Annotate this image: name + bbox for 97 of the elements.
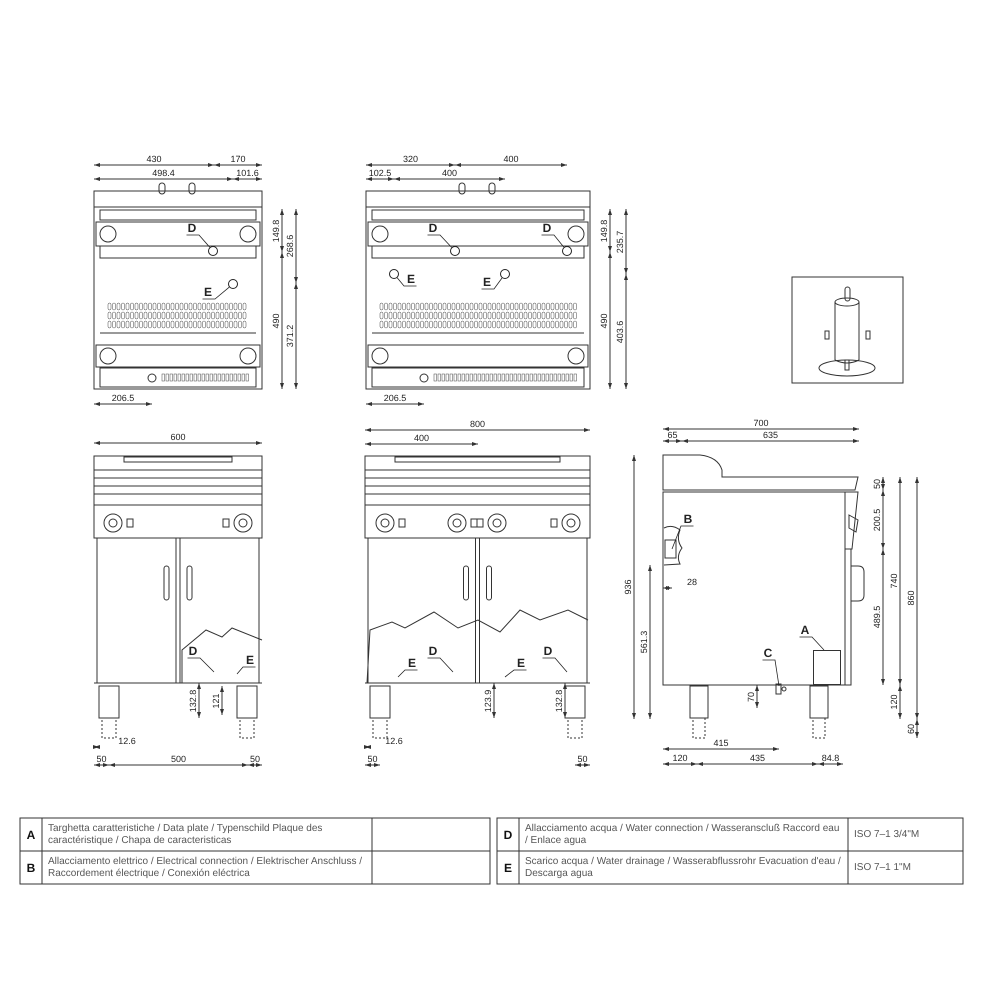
pipe-fitting bbox=[228, 279, 238, 289]
table-letter: E bbox=[502, 860, 513, 876]
thread-spec: ISO 7–1 1"M bbox=[853, 860, 912, 874]
dimension-label: 740 bbox=[889, 573, 899, 589]
callout-letter: C bbox=[762, 647, 774, 659]
pipe-fitting bbox=[562, 246, 572, 256]
leader-line bbox=[672, 526, 694, 550]
leader-line bbox=[504, 670, 527, 678]
dimension-label: 400 bbox=[414, 433, 430, 443]
dimension-label: 320 bbox=[402, 154, 418, 164]
dimension-label: 400 bbox=[503, 154, 519, 164]
dimension-label: 371.2 bbox=[285, 324, 295, 348]
leader-line bbox=[481, 278, 502, 290]
callout-letter: D bbox=[186, 222, 198, 234]
callout-letter: E bbox=[516, 657, 526, 669]
dimension-label: 120 bbox=[672, 753, 688, 763]
callout-letter: E bbox=[482, 276, 492, 288]
dimension-label: 435 bbox=[750, 753, 766, 763]
callout-letter: A bbox=[800, 624, 810, 636]
data-plate bbox=[813, 650, 841, 685]
leader-line bbox=[396, 277, 417, 286]
dimension-label: 268.6 bbox=[285, 234, 295, 258]
dimension-label: 70 bbox=[746, 692, 756, 702]
dimension-label: 430 bbox=[146, 154, 162, 164]
dimension-label: 206.5 bbox=[384, 393, 406, 403]
pipe-fitting bbox=[450, 246, 460, 256]
dimension-label: 102.5 bbox=[368, 168, 392, 178]
dimension-label: 50 bbox=[250, 754, 260, 764]
leader-line bbox=[186, 234, 210, 248]
dimension-label: 498.4 bbox=[152, 168, 175, 178]
dimension-label: 860 bbox=[906, 590, 916, 606]
callout-letter: D bbox=[428, 645, 438, 657]
dimension-label: 400 bbox=[442, 168, 458, 178]
leader-line bbox=[427, 234, 452, 248]
description-text: Targhetta caratteristiche / Data plate / Typenschild Plaque des caractéristique / Chapa de caracteristicas bbox=[47, 822, 324, 848]
leader-line bbox=[542, 658, 568, 672]
dimension-label: 170 bbox=[230, 154, 246, 164]
dimension-label: 936 bbox=[623, 579, 633, 595]
dimension-label: 60 bbox=[906, 724, 916, 734]
dimension-label: 490 bbox=[271, 312, 281, 328]
callout-letter: E bbox=[202, 286, 214, 298]
dimension-label: 132.8 bbox=[554, 689, 564, 712]
callout-letter: D bbox=[428, 222, 438, 234]
callout-letter: D bbox=[542, 645, 554, 657]
callout-letter: D bbox=[542, 222, 552, 234]
dimension-label: 490 bbox=[599, 312, 609, 328]
table-letter: A bbox=[26, 826, 36, 844]
callout-letter: B bbox=[682, 513, 694, 525]
dimension-label: 206.5 bbox=[112, 393, 134, 403]
description-text: Allacciamento acqua / Water connection / Wasseranscluß Raccord eau / Enlace agua bbox=[524, 822, 840, 848]
dimension-label: 561.3 bbox=[639, 630, 649, 654]
dimension-label: 635 bbox=[762, 430, 778, 440]
dimension-label: 50 bbox=[872, 478, 882, 488]
dimension-label: 415 bbox=[713, 738, 729, 748]
dimension-label: 600 bbox=[170, 432, 186, 442]
callout-letter: E bbox=[406, 657, 418, 669]
dimension-label: 500 bbox=[170, 754, 186, 764]
callout-letter: E bbox=[244, 654, 256, 666]
description-text: Allacciamento elettrico / Electrical connection / Elektrischer Anschluss / Raccordement électrique / Conexión eléctrica bbox=[47, 854, 364, 880]
dimension-label: 800 bbox=[470, 419, 486, 429]
dimension-label: 84.8 bbox=[822, 753, 840, 763]
dimension-label: 50 bbox=[578, 754, 588, 764]
dimension-label: 121 bbox=[211, 692, 221, 708]
dimension-label: 120 bbox=[889, 694, 899, 710]
dimension-label: 12.6 bbox=[385, 736, 403, 746]
dimension-label: 403.6 bbox=[615, 320, 625, 343]
pipe-fitting bbox=[208, 246, 218, 256]
dimension-label: 65 bbox=[668, 430, 678, 440]
dimension-label: 149.8 bbox=[599, 219, 609, 242]
dimension-label: 149.8 bbox=[271, 219, 281, 242]
dimension-label: 700 bbox=[753, 418, 769, 428]
callout-letter: D bbox=[188, 645, 198, 657]
table-letter: D bbox=[502, 826, 514, 844]
dimension-label: 235.7 bbox=[615, 230, 625, 253]
dimension-label: 50 bbox=[368, 754, 378, 764]
leader-line bbox=[398, 670, 418, 678]
leader-line bbox=[541, 234, 564, 248]
description-text: Scarico acqua / Water drainage / Wasserabflussrohr Evacuation d'eau / Descarga agua bbox=[524, 854, 842, 880]
leader-line bbox=[762, 660, 780, 686]
leader-line bbox=[236, 666, 256, 674]
dimension-label: 132.8 bbox=[188, 689, 198, 712]
table-letter: B bbox=[26, 860, 36, 876]
leader-line bbox=[427, 658, 454, 672]
thread-spec: ISO 7–1 3/4"M bbox=[853, 828, 920, 842]
leader-line bbox=[799, 636, 824, 650]
leader-line bbox=[187, 658, 214, 672]
dimension-label: 12.6 bbox=[118, 736, 136, 746]
pipe-fitting bbox=[500, 269, 510, 279]
leader-line bbox=[202, 286, 230, 300]
dimension-label: 489.5 bbox=[872, 606, 882, 628]
dimension-label: 123.9 bbox=[483, 689, 493, 712]
pipe-fitting bbox=[389, 269, 399, 279]
dimension-label: 50 bbox=[96, 754, 106, 764]
dimension-label: 200.5 bbox=[872, 508, 882, 531]
dimension-label: 28 bbox=[687, 577, 697, 587]
dimension-label: 101.6 bbox=[236, 168, 259, 178]
callout-letter: E bbox=[406, 273, 416, 285]
